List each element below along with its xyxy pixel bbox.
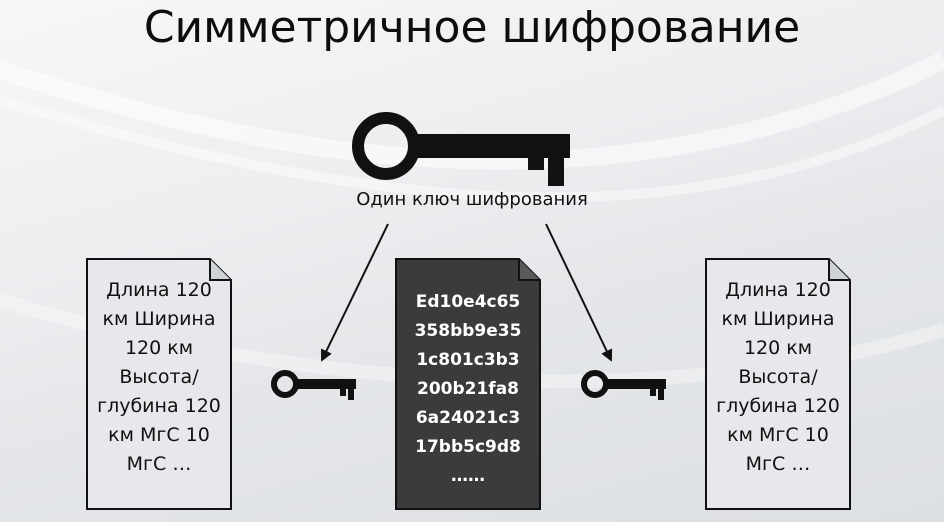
key-icon <box>581 370 666 400</box>
ciphertext-line: 17bb5c9d8 <box>415 437 521 457</box>
page-title: Симметричное шифрование <box>143 2 801 53</box>
ciphertext-line: 358bb9e35 <box>414 321 522 341</box>
plaintext-document-left: Длина 120 км Ширина 120 км Высота/глубин… <box>86 258 232 510</box>
document-icon <box>86 258 232 510</box>
key-icon <box>352 112 570 186</box>
plaintext-document-right: Длина 120 км Ширина 120 км Высота/глубин… <box>705 258 851 510</box>
ciphertext-document: Ed10e4c65 358bb9e35 1c801c3b3 200b21fa8 … <box>395 258 541 510</box>
plaintext-right: Длина 120 км Ширина 120 км Высота/глубин… <box>716 279 840 475</box>
document-icon <box>705 258 851 510</box>
ciphertext-line: 6a24021c3 <box>415 408 521 428</box>
arrow-right <box>545 223 613 362</box>
arrow-left <box>320 223 389 362</box>
ciphertext-line: Ed10e4c65 <box>415 292 521 312</box>
key-icon <box>271 370 356 400</box>
document-icon <box>395 258 541 510</box>
ciphertext: Ed10e4c65 358bb9e35 1c801c3b3 200b21fa8 … <box>395 288 541 491</box>
ciphertext-line: …… <box>451 466 485 486</box>
plaintext-left: Длина 120 км Ширина 120 км Высота/глубин… <box>97 279 221 475</box>
ciphertext-line: 200b21fa8 <box>416 379 519 399</box>
ciphertext-line: 1c801c3b3 <box>416 350 520 370</box>
key-caption: Один ключ шифрования <box>356 189 588 210</box>
